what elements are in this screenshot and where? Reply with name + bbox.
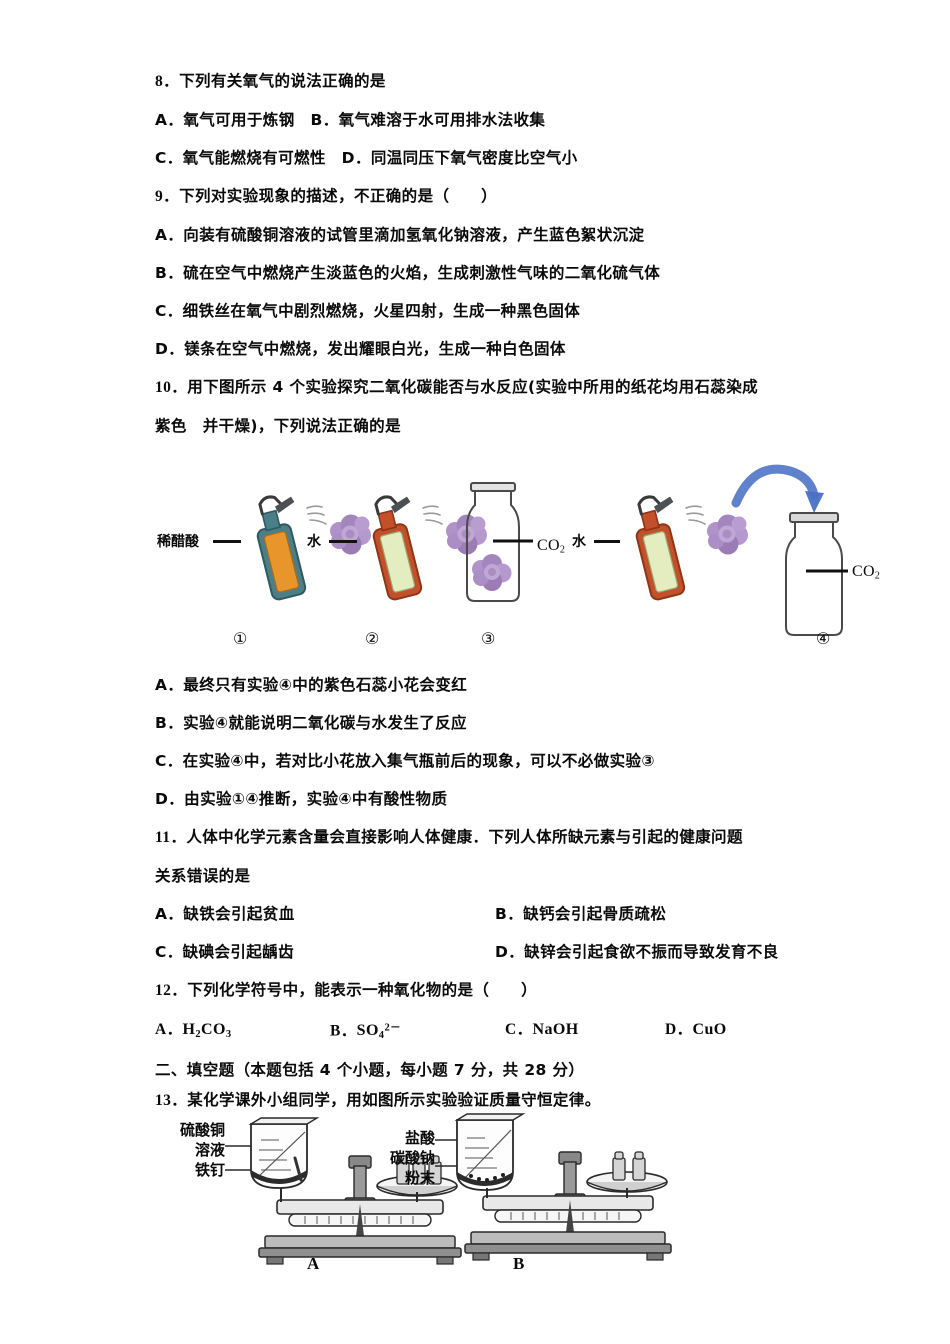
spray-bottle-1 bbox=[256, 495, 307, 601]
question-11-options-row-1: A．缺铁会引起贫血 B．缺钙会引起骨质疏松 bbox=[155, 895, 805, 933]
question-10-number: 10． bbox=[155, 379, 188, 396]
experiment-4-marker: ④ bbox=[816, 631, 831, 648]
experiment-2-marker: ② bbox=[365, 631, 380, 648]
question-12-option-c[interactable]: C．NaOH bbox=[505, 1021, 579, 1038]
question-11-stem-line-2: 关系错误的是 bbox=[155, 867, 251, 885]
question-9-text: 下列对实验现象的描述，不正确的是（ ） bbox=[179, 187, 498, 205]
balance-A-label-3: 铁钉 bbox=[194, 1161, 225, 1180]
question-11-option-a[interactable]: A．缺铁会引起贫血 bbox=[155, 905, 295, 923]
question-11-number: 11． bbox=[155, 829, 187, 846]
question-9-stem: 9．下列对实验现象的描述，不正确的是（ ） bbox=[155, 177, 805, 216]
page-content: 8．下列有关氧气的说法正确的是 A．氧气可用于炼钢 B．氧气难溶于水可用排水法收… bbox=[155, 62, 880, 1278]
experiment-3-marker: ③ bbox=[481, 631, 496, 648]
question-9-number: 9． bbox=[155, 188, 180, 205]
beaker-B bbox=[454, 1113, 526, 1192]
spray-bottle-4 bbox=[635, 495, 686, 601]
balance-B-label-1: 盐酸 bbox=[404, 1129, 435, 1148]
question-13-number: 13． bbox=[155, 1092, 188, 1110]
question-10-text-1: 用下图所示 4 个实验探究二氧化碳能否与水反应(实验中所用的纸花均用石蕊染成 bbox=[187, 378, 759, 396]
question-11-stem-line-1: 11．人体中化学元素含量会直接影响人体健康．下列人体所缺元素与引起的健康问题 bbox=[155, 818, 805, 857]
experiment-4-leader-line bbox=[594, 540, 620, 543]
question-11-text-1: 人体中化学元素含量会直接影响人体健康．下列人体所缺元素与引起的健康问题 bbox=[186, 828, 743, 846]
spray-mist-1 bbox=[306, 505, 327, 525]
question-10-option-c[interactable]: C．在实验④中，若对比小花放入集气瓶前后的现象，可以不必做实验③ bbox=[155, 752, 655, 770]
gas-jar-4 bbox=[785, 512, 843, 636]
beaker-A bbox=[248, 1117, 320, 1190]
question-10-stem-line-1: 10．用下图所示 4 个实验探究二氧化碳能否与水反应(实验中所用的纸花均用石蕊染… bbox=[155, 368, 805, 407]
question-13-stem: 13．某化学课外小组同学，用如图所示实验验证质量守恒定律。 bbox=[155, 1085, 805, 1116]
section-2-heading: 二、填空题（本题包括 4 个小题，每小题 7 分，共 28 分） bbox=[155, 1061, 585, 1080]
question-12-stem: 12．下列化学符号中，能表示一种氧化物的是（ ） bbox=[155, 971, 805, 1010]
balance-B-label-2: 碳酸钠 bbox=[389, 1149, 435, 1168]
question-8-options-row-2[interactable]: C．氧气能燃烧有可燃性 D．同温同压下氧气密度比空气小 bbox=[155, 149, 578, 167]
question-10-stem-line-2: 紫色 并干燥)，下列说法正确的是 bbox=[155, 417, 401, 435]
question-10-option-b[interactable]: B．实验④就能说明二氧化碳与水发生了反应 bbox=[155, 714, 467, 732]
question-12-option-d[interactable]: D．CuO bbox=[665, 1021, 727, 1038]
spray-mist-4 bbox=[685, 505, 706, 525]
experiment-2-spray-label: 水 bbox=[307, 534, 321, 550]
experiment-4-spray-bottle-and-flower bbox=[635, 495, 748, 601]
question-10-option-d[interactable]: D．由实验①④推断，实验④中有酸性物质 bbox=[155, 790, 448, 808]
balance-A-caption: A bbox=[307, 1254, 320, 1274]
experiment-1-spray-bottle-and-flower bbox=[256, 495, 371, 601]
question-9-option-d[interactable]: D．镁条在空气中燃烧，发出耀眼白光，生成一种白色固体 bbox=[155, 340, 566, 358]
balance-B-caption: B bbox=[513, 1254, 525, 1274]
question-8-options-row-1[interactable]: A．氧气可用于炼钢 B．氧气难溶于水可用排水法收集 bbox=[155, 111, 546, 129]
experiment-4-spray-label: 水 bbox=[572, 534, 586, 550]
balance-scale-B bbox=[435, 1113, 672, 1261]
balance-figure: 硫酸铜 溶液 铁钉 bbox=[155, 1113, 805, 1278]
experiment-1-leader-line bbox=[213, 540, 241, 543]
question-9-option-c[interactable]: C．细铁丝在氧气中剧烈燃烧，火星四射，生成一种黑色固体 bbox=[155, 302, 581, 320]
question-10-option-a[interactable]: A．最终只有实验④中的紫色石蕊小花会变红 bbox=[155, 676, 468, 694]
question-8-stem: 8．下列有关氧气的说法正确的是 bbox=[155, 62, 805, 101]
spray-mist-2 bbox=[422, 505, 443, 525]
experiment-1-marker: ① bbox=[233, 631, 248, 648]
question-9-option-a[interactable]: A．向装有硫酸铜溶液的试管里滴加氢氧化钠溶液，产生蓝色絮状沉淀 bbox=[155, 226, 645, 244]
formula-naoh: NaOH bbox=[532, 1021, 579, 1038]
question-13-text: 某化学课外小组同学，用如图所示实验验证质量守恒定律。 bbox=[187, 1091, 601, 1110]
balance-B-label-3: 粉末 bbox=[404, 1169, 435, 1188]
experiment-3-gas-jar bbox=[466, 482, 533, 602]
balance-scale-A bbox=[225, 1117, 462, 1265]
question-9-option-b[interactable]: B．硫在空气中燃烧产生淡蓝色的火焰，生成刺激性气味的二氧化硫气体 bbox=[155, 264, 661, 282]
formula-so4-2minus: SO42－ bbox=[356, 1022, 402, 1042]
question-12-options-row: A．H2CO3 B．SO42－ C．NaOH D．CuO bbox=[155, 1010, 805, 1055]
transfer-arrow-icon bbox=[731, 464, 824, 513]
question-12-option-a[interactable]: A．H2CO3 bbox=[155, 1021, 232, 1040]
question-11-option-c[interactable]: C．缺碘会引起龋齿 bbox=[155, 943, 294, 961]
question-11-option-b[interactable]: B．缺钙会引起骨质疏松 bbox=[495, 905, 667, 923]
experiment-4-gas-jar-and-arrow bbox=[731, 464, 848, 636]
experiment-3-co2-label: CO2 bbox=[537, 537, 566, 556]
balance-A-label-2: 溶液 bbox=[194, 1141, 225, 1160]
spray-bottle-2 bbox=[372, 495, 423, 601]
litmus-flower-4 bbox=[707, 514, 748, 555]
experiment-4-co2-label: CO2 bbox=[852, 563, 881, 582]
formula-cuo: CuO bbox=[692, 1021, 727, 1038]
balance-column-A bbox=[258, 1155, 462, 1265]
litmus-flower-3 bbox=[472, 554, 512, 591]
balance-A-label-1: 硫酸铜 bbox=[179, 1121, 225, 1140]
experiment-2-leader-line bbox=[329, 540, 357, 543]
experiment-2-spray-bottle-and-flower bbox=[372, 495, 487, 601]
litmus-flower-1 bbox=[330, 514, 371, 555]
question-12-option-b[interactable]: B．SO42－ bbox=[330, 1022, 402, 1042]
question-11-options-row-2: C．缺碘会引起龋齿 D．缺锌会引起食欲不振而导致发育不良 bbox=[155, 933, 805, 971]
co2-experiment-figure: 稀醋酸 bbox=[155, 451, 880, 666]
question-11-option-d[interactable]: D．缺锌会引起食欲不振而导致发育不良 bbox=[495, 943, 779, 961]
question-8-number: 8． bbox=[155, 73, 180, 90]
question-12-number: 12． bbox=[155, 982, 188, 999]
formula-h2co3: H2CO3 bbox=[182, 1021, 232, 1040]
weights-pan-B bbox=[586, 1151, 668, 1194]
experiment-1-spray-label: 稀醋酸 bbox=[157, 534, 199, 550]
question-8-text: 下列有关氧气的说法正确的是 bbox=[179, 72, 386, 90]
balance-column-B bbox=[464, 1151, 672, 1261]
question-12-text: 下列化学符号中，能表示一种氧化物的是（ ） bbox=[187, 981, 538, 999]
gas-jar-3 bbox=[466, 482, 520, 602]
